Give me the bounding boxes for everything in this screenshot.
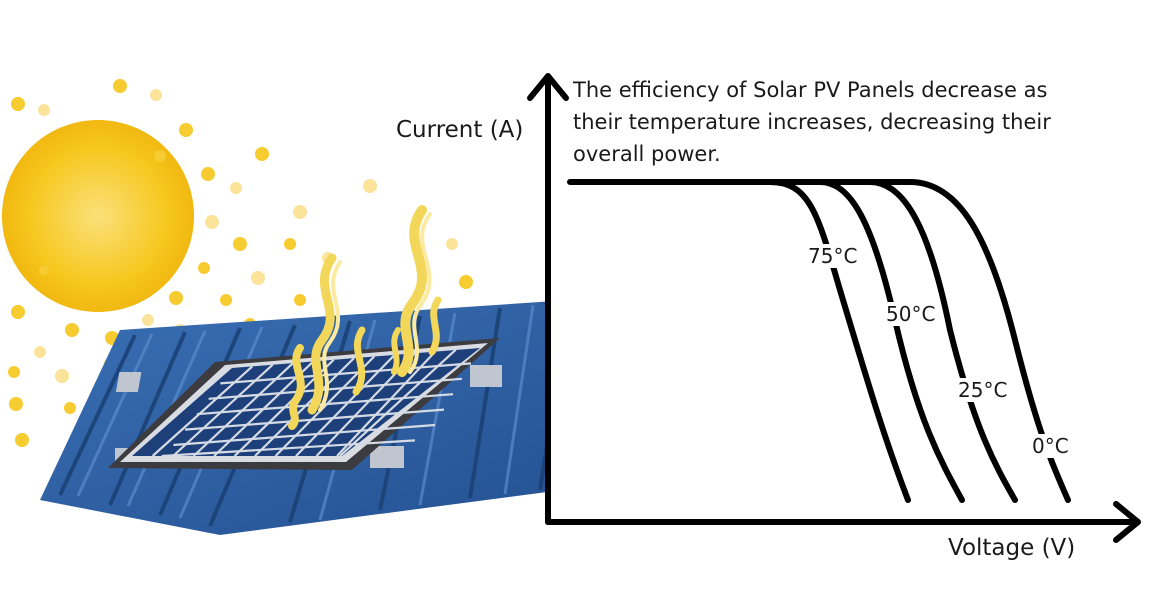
curve-label-25c: 25°C [956,378,1010,402]
curve-label-75c: 75°C [806,244,860,268]
x-axis-label: Voltage (V) [948,535,1076,561]
y-axis [527,73,569,525]
sun-icon [2,79,473,447]
curve-label-50c: 50°C [884,302,938,326]
chart-caption: The efficiency of Solar PV Panels decrea… [573,78,1051,166]
curve-25c [817,179,1018,503]
y-axis-label: Current (A) [396,117,524,143]
x-axis [545,501,1141,543]
curve-0c [867,179,1071,503]
curve-75c [567,179,911,503]
curve-label-0c: 0°C [1030,434,1071,458]
heat-waves-icon [288,205,442,430]
graph-background [548,90,1108,522]
